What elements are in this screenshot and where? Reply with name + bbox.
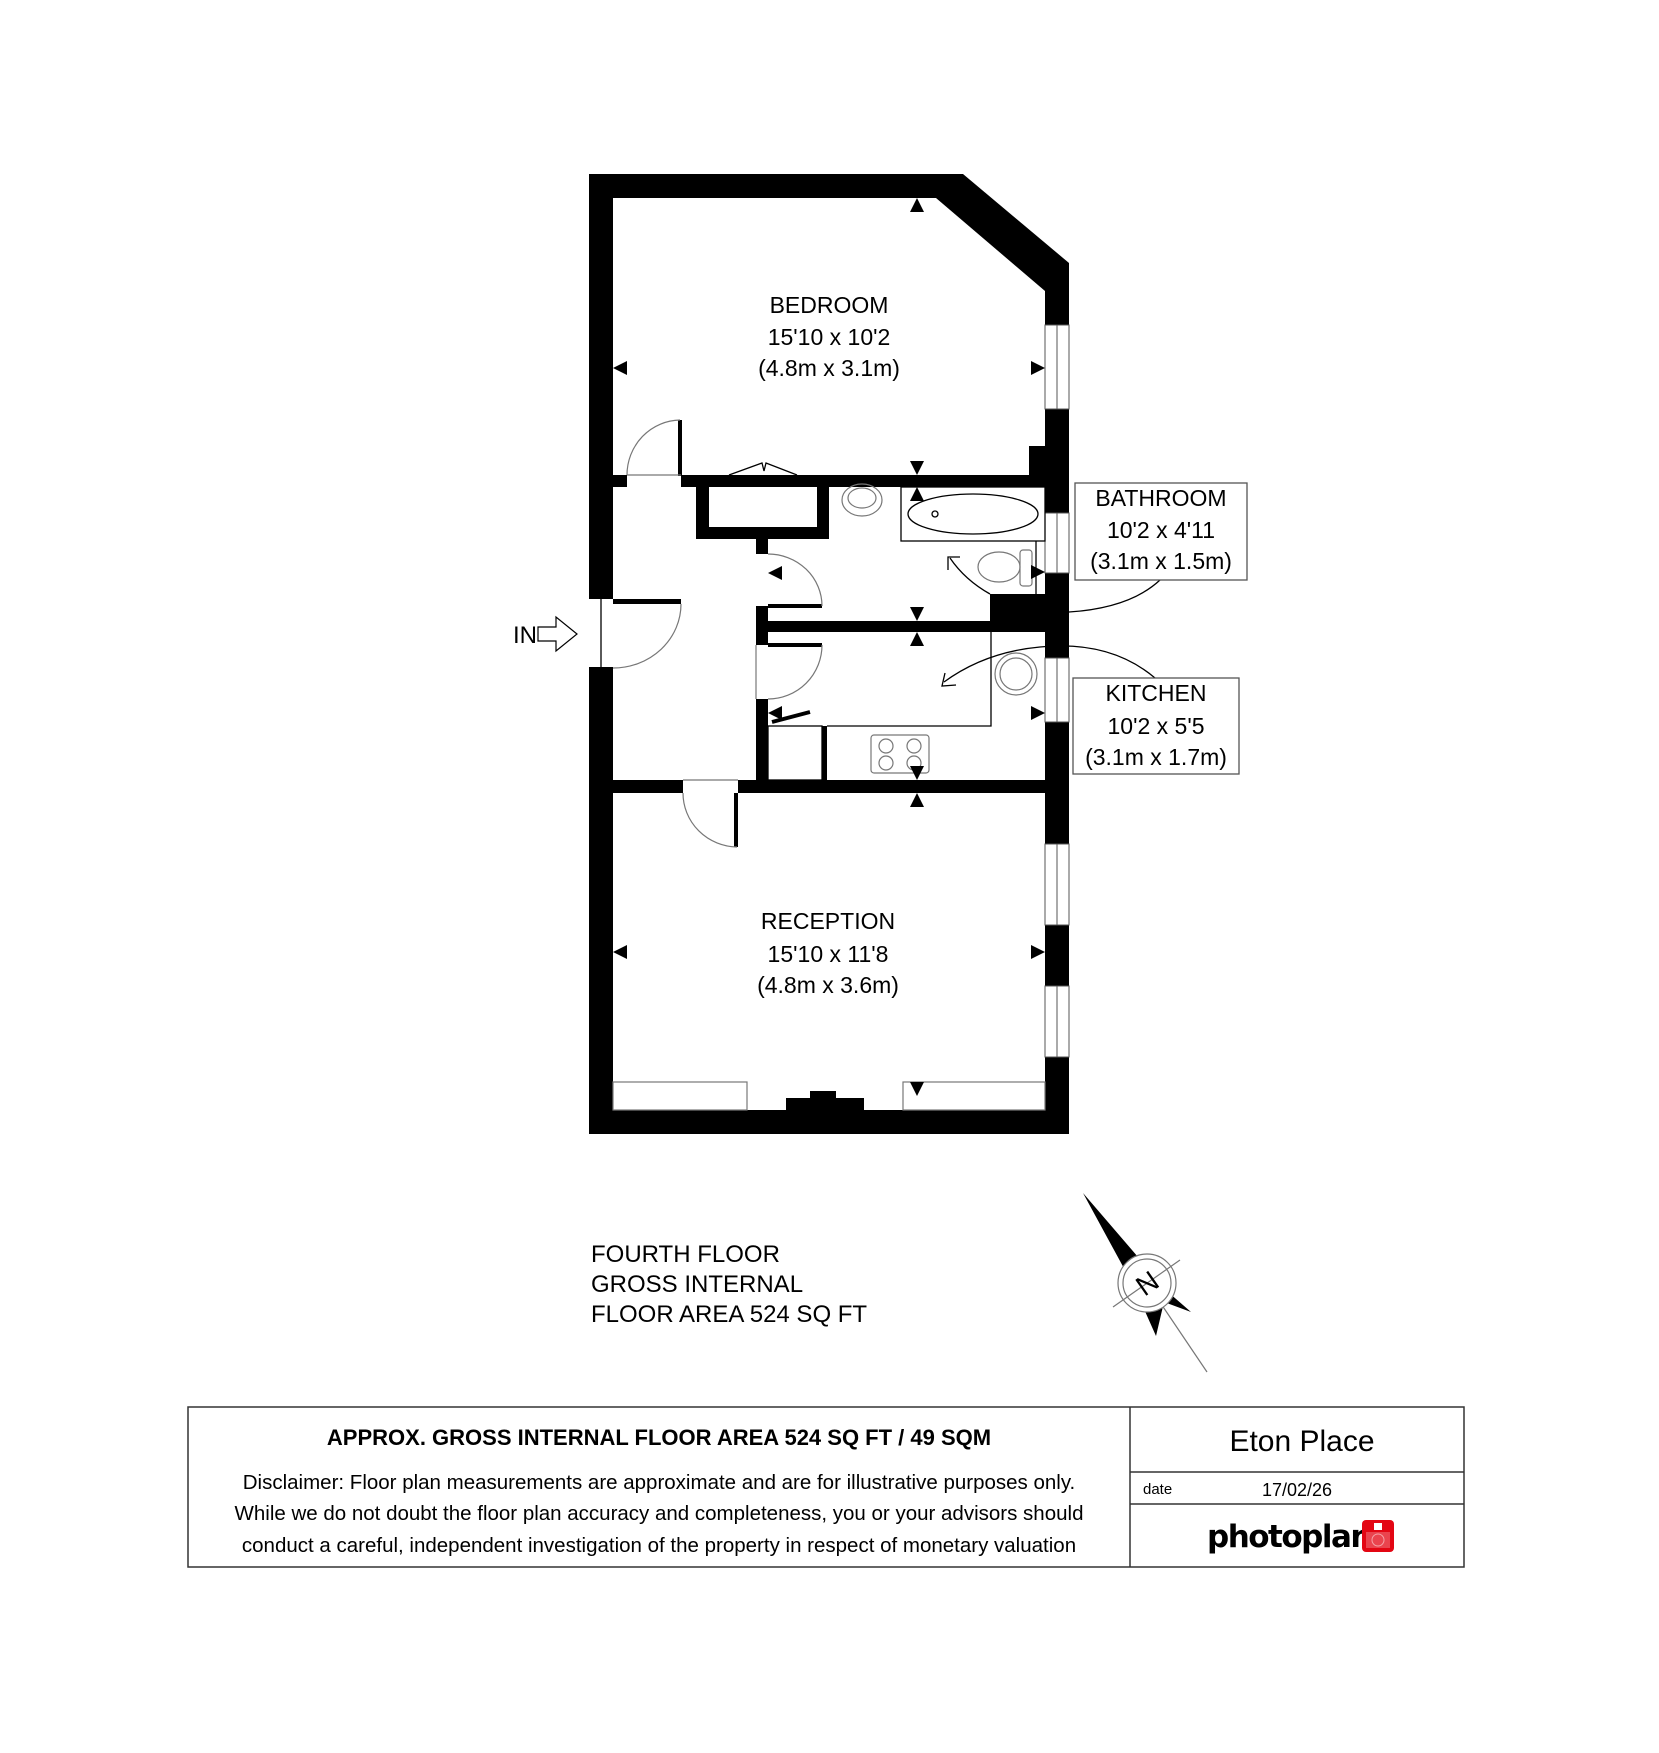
bathroom-label: BATHROOM 10'2 x 4'11 (3.1m x 1.5m) [1068, 482, 1248, 613]
kitchen-sink [994, 652, 1038, 696]
outer-walls [589, 174, 1069, 1134]
disclaimer-line3: conduct a careful, independent investiga… [242, 1534, 1076, 1557]
entrance-door[interactable] [589, 599, 682, 669]
kitchen-name: KITCHEN [1106, 680, 1207, 706]
washbasin [841, 483, 883, 517]
entrance-arrow-icon [537, 615, 578, 653]
floor-info: FOURTH FLOOR GROSS INTERNAL FLOOR AREA 5… [591, 1241, 867, 1328]
bathroom-imperial: 10'2 x 4'11 [1107, 517, 1215, 543]
reception-imperial: 15'10 x 11'8 [768, 941, 889, 967]
bedroom-imperial: 15'10 x 10'2 [768, 324, 891, 350]
property-name: Eton Place [1229, 1425, 1374, 1458]
bedroom-door[interactable] [626, 419, 681, 476]
kitchen-label: KITCHEN 10'2 x 5'5 (3.1m x 1.7m) [941, 645, 1240, 775]
bathtub [900, 486, 1046, 542]
radiator-left [612, 1081, 748, 1111]
kitchen-door[interactable] [755, 643, 823, 700]
date-value: 17/02/26 [1262, 1480, 1332, 1500]
reception-door[interactable] [682, 779, 738, 848]
camera-icon [1362, 1520, 1394, 1552]
reception-metric: (4.8m x 3.6m) [757, 972, 899, 998]
disclaimer-line2: While we do not doubt the floor plan acc… [235, 1502, 1084, 1525]
bathroom-name: BATHROOM [1095, 485, 1226, 511]
bathroom-metric: (3.1m x 1.5m) [1090, 548, 1232, 574]
measurement-arrows [613, 198, 1045, 1096]
wardrobe-doors [728, 462, 798, 476]
floor-info-line3: FLOOR AREA 524 SQ FT [591, 1301, 867, 1328]
date-label: date [1143, 1481, 1172, 1498]
kitchen-imperial: 10'2 x 5'5 [1107, 713, 1204, 739]
bathroom-door[interactable] [767, 553, 823, 608]
cupboard [767, 710, 823, 781]
footer-panel: APPROX. GROSS INTERNAL FLOOR AREA 524 SQ… [187, 1406, 1465, 1568]
floor-info-line2: GROSS INTERNAL [591, 1271, 803, 1298]
area-heading: APPROX. GROSS INTERNAL FLOOR AREA 524 SQ… [327, 1425, 991, 1450]
wardrobe [709, 487, 817, 527]
photoplan-logo: photoplan [1207, 1519, 1394, 1555]
disclaimer-line1: Disclaimer: Floor plan measurements are … [243, 1471, 1076, 1494]
windows [1044, 324, 1070, 1058]
kitchen-counter [827, 632, 992, 727]
radiator-right [902, 1081, 1046, 1111]
reception-name: RECEPTION [761, 908, 895, 934]
bathroom-swing-arrow-icon [947, 556, 991, 595]
bedroom-metric: (4.8m x 3.1m) [758, 355, 900, 381]
compass-icon: N [1083, 1193, 1208, 1373]
entrance-label: IN [513, 622, 537, 649]
bedroom-name: BEDROOM [770, 292, 889, 318]
reception-label: RECEPTION 15'10 x 11'8 (4.8m x 3.6m) [757, 908, 899, 998]
kitchen-metric: (3.1m x 1.7m) [1085, 744, 1227, 770]
brand-name: photoplan [1207, 1519, 1371, 1555]
bedroom-label: BEDROOM 15'10 x 10'2 (4.8m x 3.1m) [758, 292, 900, 381]
floor-info-line1: FOURTH FLOOR [591, 1241, 780, 1268]
